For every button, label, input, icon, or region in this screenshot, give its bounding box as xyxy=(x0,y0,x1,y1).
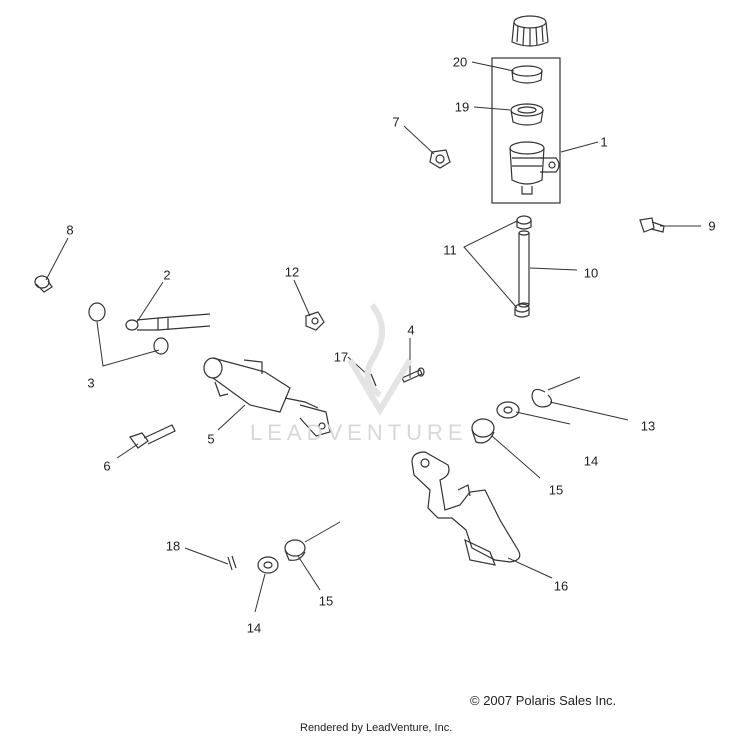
callout-4: 4 xyxy=(407,322,415,338)
callout-9: 9 xyxy=(708,218,716,234)
callout-17: 17 xyxy=(333,349,349,365)
retaining-clip xyxy=(531,388,553,408)
reservoir-body xyxy=(509,141,560,195)
callout-19: 19 xyxy=(454,99,470,115)
bushing-top xyxy=(471,418,495,444)
callout-1: 1 xyxy=(600,134,608,150)
callout-10: 10 xyxy=(583,265,599,281)
callout-3: 3 xyxy=(87,375,95,391)
callout-20: 20 xyxy=(452,54,468,70)
cotter-pin-18 xyxy=(227,555,237,571)
callout-15-bottom: 15 xyxy=(318,593,334,609)
callout-14-top: 14 xyxy=(583,453,599,469)
flat-washer-bottom xyxy=(257,556,279,574)
bushing-bottom xyxy=(284,539,306,561)
rendered-by-credit: Rendered by LeadVenture, Inc. xyxy=(300,722,453,734)
diaphragm xyxy=(511,65,543,84)
callout-6: 6 xyxy=(103,458,111,474)
callout-15-top: 15 xyxy=(548,482,564,498)
clevis-pin xyxy=(401,367,425,383)
flat-washer-top xyxy=(496,401,520,419)
watermark-logo xyxy=(347,303,413,416)
bolt-9 xyxy=(639,217,665,233)
hose-clamp-top xyxy=(516,215,532,230)
callout-12: 12 xyxy=(284,264,300,280)
callout-14-bottom: 14 xyxy=(246,620,262,636)
callout-7: 7 xyxy=(392,114,400,130)
hose-clamp-bottom xyxy=(514,303,530,318)
reservoir-cap xyxy=(511,15,549,47)
callout-11: 11 xyxy=(443,242,457,258)
callout-5: 5 xyxy=(207,431,215,447)
brake-pedal xyxy=(411,451,521,566)
callout-18: 18 xyxy=(165,538,181,554)
seal-ring xyxy=(510,103,544,126)
hose xyxy=(518,230,530,308)
callout-8: 8 xyxy=(66,222,74,238)
callout-16: 16 xyxy=(553,578,569,594)
copyright-notice: © 2007 Polaris Sales Inc. xyxy=(470,693,617,708)
lock-nut xyxy=(305,311,325,331)
brake-line xyxy=(125,313,211,331)
reservoir-kit-outline xyxy=(491,57,561,204)
callout-2: 2 xyxy=(163,267,171,283)
banjo-bolt xyxy=(34,275,53,293)
crush-washer-top xyxy=(88,302,106,322)
callout-13: 13 xyxy=(640,418,656,434)
crush-washer-bottom xyxy=(153,337,169,355)
nut xyxy=(429,149,451,169)
watermark-text: LEADVENTURE xyxy=(250,420,468,445)
bolt-6 xyxy=(129,424,176,449)
master-cylinder xyxy=(203,357,331,437)
